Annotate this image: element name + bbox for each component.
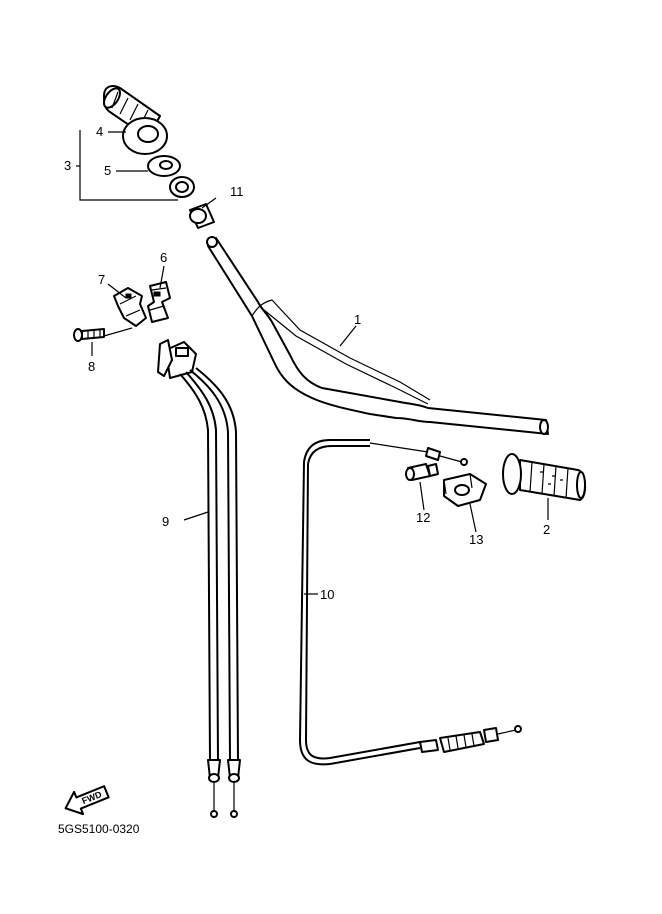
clutch-cable [298, 439, 522, 766]
callout-9: 9 [162, 514, 169, 529]
handlebar [206, 236, 549, 435]
callout-7: 7 [98, 272, 105, 287]
callout-2: 2 [543, 522, 550, 537]
callout-13: 13 [469, 532, 483, 547]
callout-1: 1 [354, 312, 361, 327]
bolt [73, 328, 105, 342]
grip-end-ring [169, 176, 195, 198]
callout-10: 10 [320, 587, 334, 602]
callout-6: 6 [160, 250, 167, 265]
leader-lines [76, 130, 549, 595]
callout-12: 12 [416, 510, 430, 525]
callout-5: 5 [104, 163, 111, 178]
throttle-cables [157, 339, 241, 818]
callout-3: 3 [64, 158, 71, 173]
lower-holder [113, 287, 147, 327]
fwd-arrow-icon: FWD [64, 785, 110, 816]
diagram-code: 5GS5100-0320 [58, 822, 140, 836]
callout-8: 8 [88, 359, 95, 374]
right-grip [502, 453, 586, 501]
lever-holder [443, 473, 487, 507]
upper-holder [147, 281, 171, 323]
collar [189, 203, 215, 229]
callout-labels: 1 2 3 4 5 6 7 8 9 10 11 12 13 [64, 124, 550, 602]
washer [147, 155, 181, 177]
callout-11: 11 [230, 184, 244, 199]
cable-adjuster [405, 463, 439, 481]
left-grip [103, 85, 168, 155]
callout-4: 4 [96, 124, 103, 139]
